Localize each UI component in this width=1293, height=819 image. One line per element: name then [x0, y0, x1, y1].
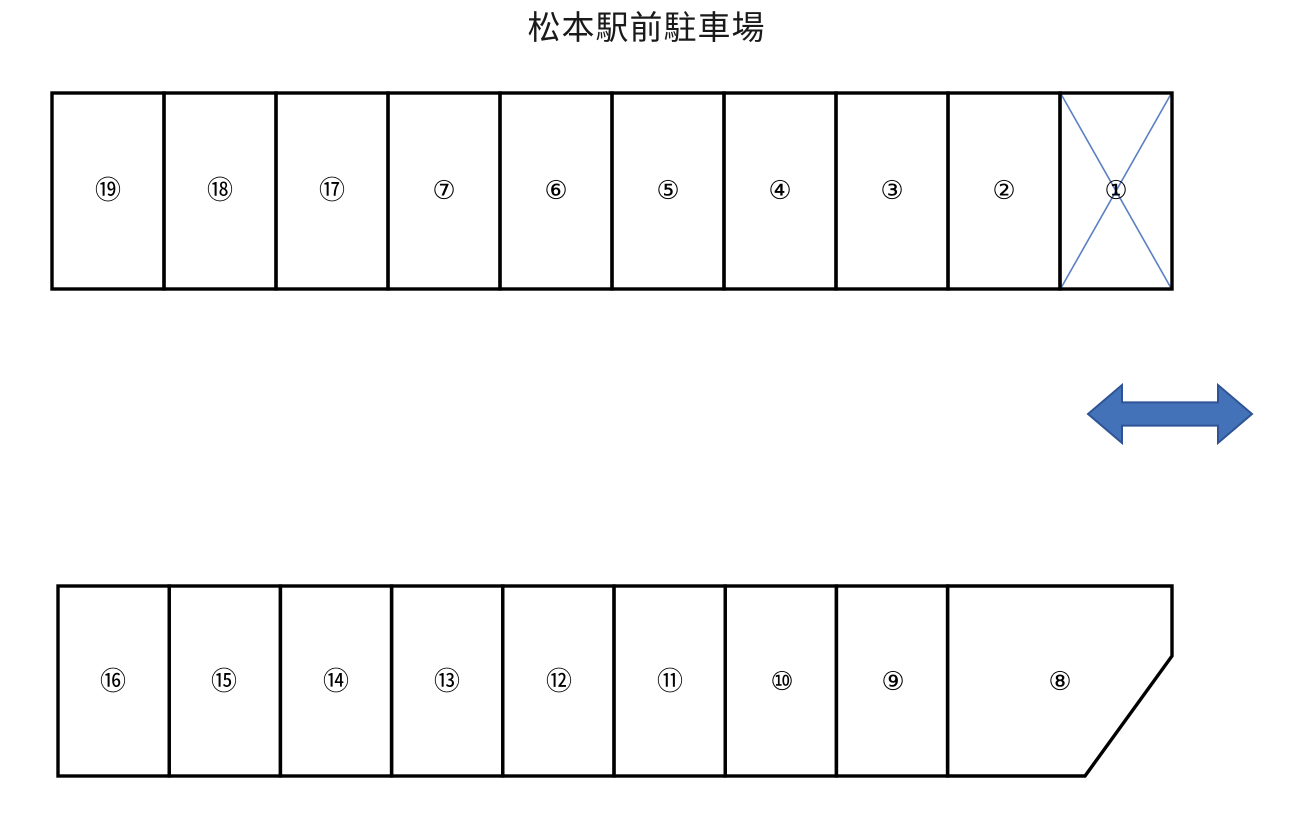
two-way-arrow-shape: [1086, 382, 1254, 446]
stall-cell-9[interactable]: [834, 584, 950, 778]
stall-cell-16[interactable]: [56, 584, 171, 778]
stall-cell-17[interactable]: [274, 91, 390, 291]
stall-cell-19[interactable]: [50, 91, 166, 291]
stall-cell-15[interactable]: [167, 584, 283, 778]
stall-cell-5[interactable]: [610, 91, 726, 291]
stall-cell-3[interactable]: [834, 91, 950, 291]
stall-cell-12[interactable]: [501, 584, 616, 778]
page-title: 松本駅前駐車場: [527, 9, 766, 46]
stall-cell-14[interactable]: [278, 584, 394, 778]
bottom-parking-row: [56, 584, 1174, 778]
stall-cell-13[interactable]: [389, 584, 505, 778]
top-parking-row: [50, 91, 1174, 291]
two-way-traffic-arrow: [1086, 382, 1254, 446]
stall-cell-1[interactable]: [1058, 91, 1174, 291]
stall-cell-11[interactable]: [612, 584, 727, 778]
stall-cell-4[interactable]: [722, 91, 838, 291]
stall-cell-10[interactable]: [723, 584, 839, 778]
stall-cell-8[interactable]: [945, 584, 1174, 778]
stall-cell-2[interactable]: [946, 91, 1062, 291]
stall-cell-18[interactable]: [162, 91, 278, 291]
stall-cell-7[interactable]: [386, 91, 502, 291]
stall-cell-6[interactable]: [498, 91, 614, 291]
blocked-cross-line: [1060, 93, 1172, 289]
